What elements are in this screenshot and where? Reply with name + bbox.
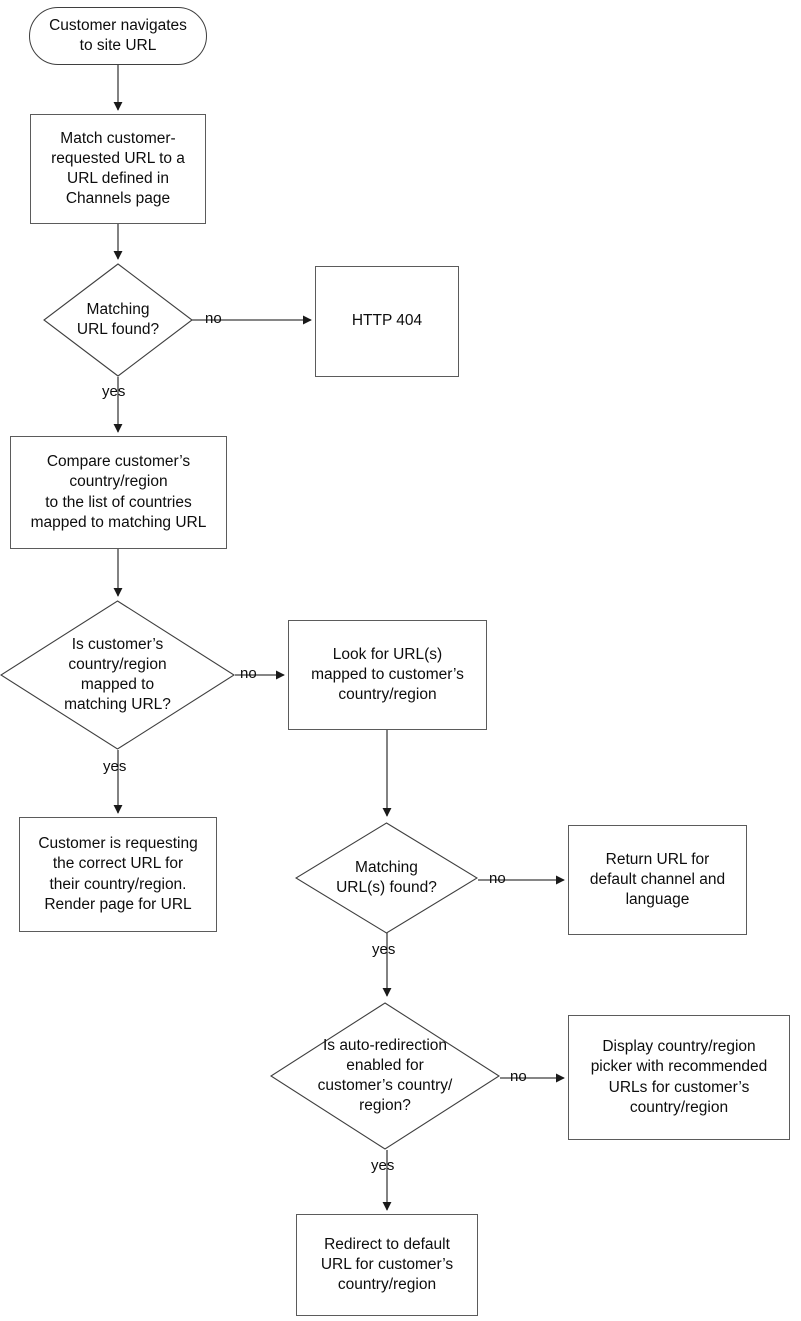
node-customer-correct-url[interactable]: Customer is requesting the correct URL f… bbox=[19, 817, 217, 932]
node-is-auto-redirection-label: Is auto-redirection enabled for customer… bbox=[317, 1036, 453, 1115]
node-start-label: Customer navigates to site URL bbox=[49, 16, 187, 54]
edge-label-decision3-yes: yes bbox=[372, 941, 396, 958]
node-redirect-default[interactable]: Redirect to default URL for customer’s c… bbox=[296, 1214, 478, 1316]
node-return-default-url[interactable]: Return URL for default channel and langu… bbox=[568, 825, 747, 935]
node-look-for-urls[interactable]: Look for URL(s) mapped to customer’s cou… bbox=[288, 620, 487, 730]
edge-label-decision4-no: no bbox=[510, 1068, 527, 1085]
edge-label-decision2-yes: yes bbox=[103, 758, 127, 775]
node-is-auto-redirection[interactable]: Is auto-redirection enabled for customer… bbox=[270, 1002, 500, 1150]
node-matching-url-found-label: Matching URL found? bbox=[76, 300, 160, 338]
node-start[interactable]: Customer navigates to site URL bbox=[29, 7, 207, 65]
node-customer-correct-url-label: Customer is requesting the correct URL f… bbox=[38, 835, 198, 913]
diamond-shape bbox=[0, 600, 235, 750]
node-redirect-default-label: Redirect to default URL for customer’s c… bbox=[320, 1235, 454, 1294]
edge-label-decision2-no: no bbox=[240, 665, 257, 682]
node-match-url-label: Match customer- requested URL to a URL d… bbox=[51, 129, 185, 208]
node-matching-urls-found[interactable]: Matching URL(s) found? bbox=[295, 822, 478, 934]
node-match-url[interactable]: Match customer- requested URL to a URL d… bbox=[30, 114, 206, 224]
diamond-shape bbox=[43, 263, 193, 377]
node-matching-urls-found-label: Matching URL(s) found? bbox=[336, 858, 437, 896]
node-look-for-urls-label: Look for URL(s) mapped to customer’s cou… bbox=[311, 645, 464, 704]
node-display-picker[interactable]: Display country/region picker with recom… bbox=[568, 1015, 790, 1140]
edge-label-decision1-no: no bbox=[205, 310, 222, 327]
edge-label-decision3-no: no bbox=[489, 870, 506, 887]
node-compare-country[interactable]: Compare customer’s country/region to the… bbox=[10, 436, 227, 549]
node-is-country-mapped[interactable]: Is customer’s country/region mapped to m… bbox=[0, 600, 235, 750]
node-http-404-label: HTTP 404 bbox=[351, 312, 423, 330]
node-is-country-mapped-label: Is customer’s country/region mapped to m… bbox=[64, 635, 171, 714]
edge-label-decision1-yes: yes bbox=[102, 383, 126, 400]
node-return-default-url-label: Return URL for default channel and langu… bbox=[589, 850, 726, 909]
node-matching-url-found[interactable]: Matching URL found? bbox=[43, 263, 193, 377]
node-compare-country-label: Compare customer’s country/region to the… bbox=[30, 453, 207, 531]
node-display-picker-label: Display country/region picker with recom… bbox=[590, 1038, 768, 1116]
edge-label-decision4-yes: yes bbox=[371, 1157, 395, 1174]
node-http-404[interactable]: HTTP 404 bbox=[315, 266, 459, 377]
diamond-shape bbox=[270, 1002, 500, 1150]
